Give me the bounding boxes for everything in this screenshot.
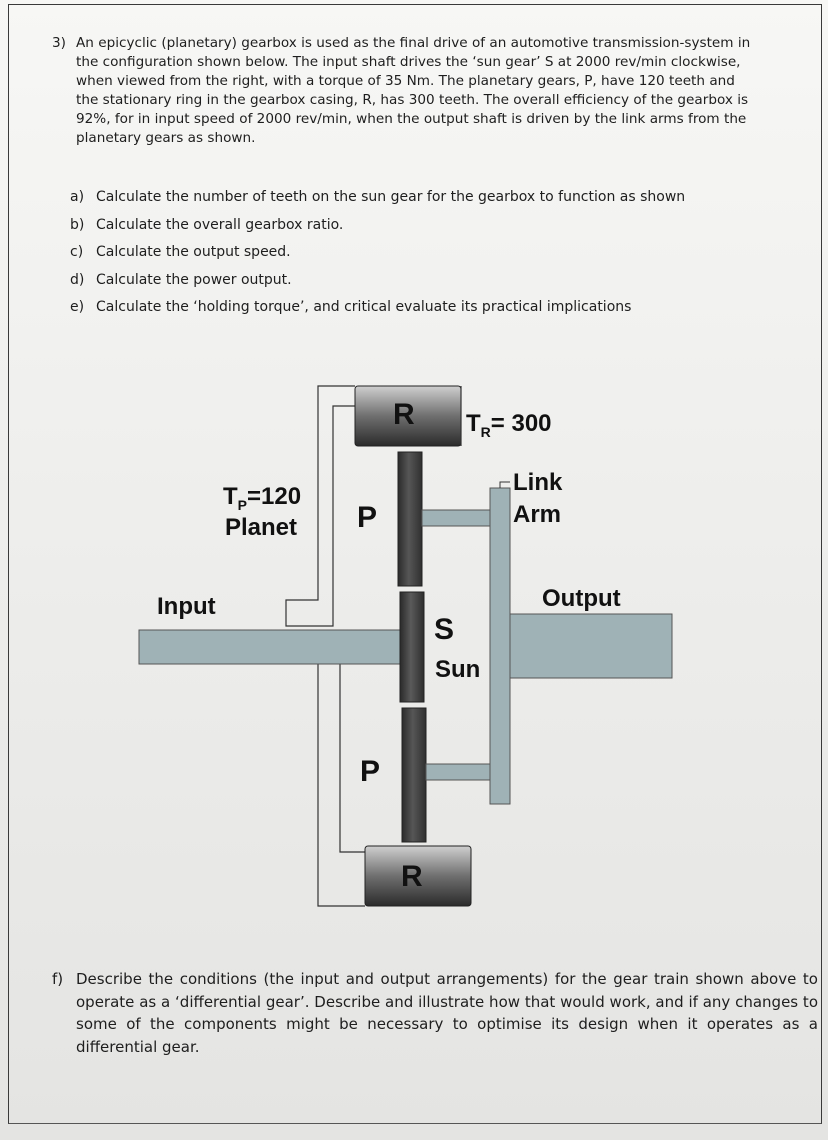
part-a: a)Calculate the number of teeth on the s… <box>70 189 686 205</box>
sun-name-label: Sun <box>435 656 481 683</box>
question-parts-list: a)Calculate the number of teeth on the s… <box>70 186 790 324</box>
part-c: c)Calculate the output speed. <box>70 244 291 260</box>
planet-gear-top <box>397 451 423 587</box>
part-c-text: Calculate the output speed. <box>96 244 291 260</box>
input-label: Input <box>157 593 216 620</box>
planet-top-label: P <box>357 501 378 534</box>
planet-pin-bottom <box>425 763 493 781</box>
question-text: An epicyclic (planetary) gearbox is used… <box>76 35 751 146</box>
carrier-frame-top <box>285 385 355 627</box>
ring-bottom-label: R <box>401 860 423 893</box>
carrier-frame-bottom <box>317 664 365 907</box>
part-a-text: Calculate the number of teeth on the sun… <box>96 189 686 205</box>
link-arm <box>489 487 511 805</box>
planet-teeth-label: TP=120 <box>223 483 302 513</box>
ring-gear-bottom <box>364 845 472 907</box>
sun-letter-label: S <box>434 613 455 646</box>
part-e: e)Calculate the ‘holding torque’, and cr… <box>70 299 632 315</box>
part-d: d)Calculate the power output. <box>70 271 292 288</box>
question-number: 3) <box>52 35 66 51</box>
part-f-text: Describe the conditions (the input and o… <box>76 970 818 1056</box>
planet-pin-top <box>421 509 493 527</box>
question-3: 3) An epicyclic (planetary) gearbox is u… <box>52 34 758 148</box>
link-label-line2: Arm <box>513 501 562 528</box>
planet-bottom-label: P <box>360 755 381 788</box>
part-d-text: Calculate the power output. <box>96 271 292 288</box>
planet-gear-bottom <box>401 707 427 843</box>
sun-gear <box>399 591 425 703</box>
output-label: Output <box>542 585 621 612</box>
part-f-letter: f) <box>52 970 64 988</box>
part-b-text: Calculate the overall gearbox ratio. <box>96 216 344 233</box>
ring-top-label: R <box>393 398 415 431</box>
part-e-text: Calculate the ‘holding torque’, and crit… <box>96 299 632 315</box>
planet-name-label: Planet <box>225 514 298 541</box>
output-shaft <box>507 613 673 679</box>
link-label-line1: Link <box>513 469 563 496</box>
page-border <box>8 4 822 1124</box>
input-shaft <box>138 629 402 665</box>
ring-teeth-label: TR= 300 <box>466 410 552 440</box>
link-arm-leader <box>499 481 510 488</box>
part-b: b)Calculate the overall gearbox ratio. <box>70 216 344 233</box>
part-f: f) Describe the conditions (the input an… <box>52 968 818 1058</box>
